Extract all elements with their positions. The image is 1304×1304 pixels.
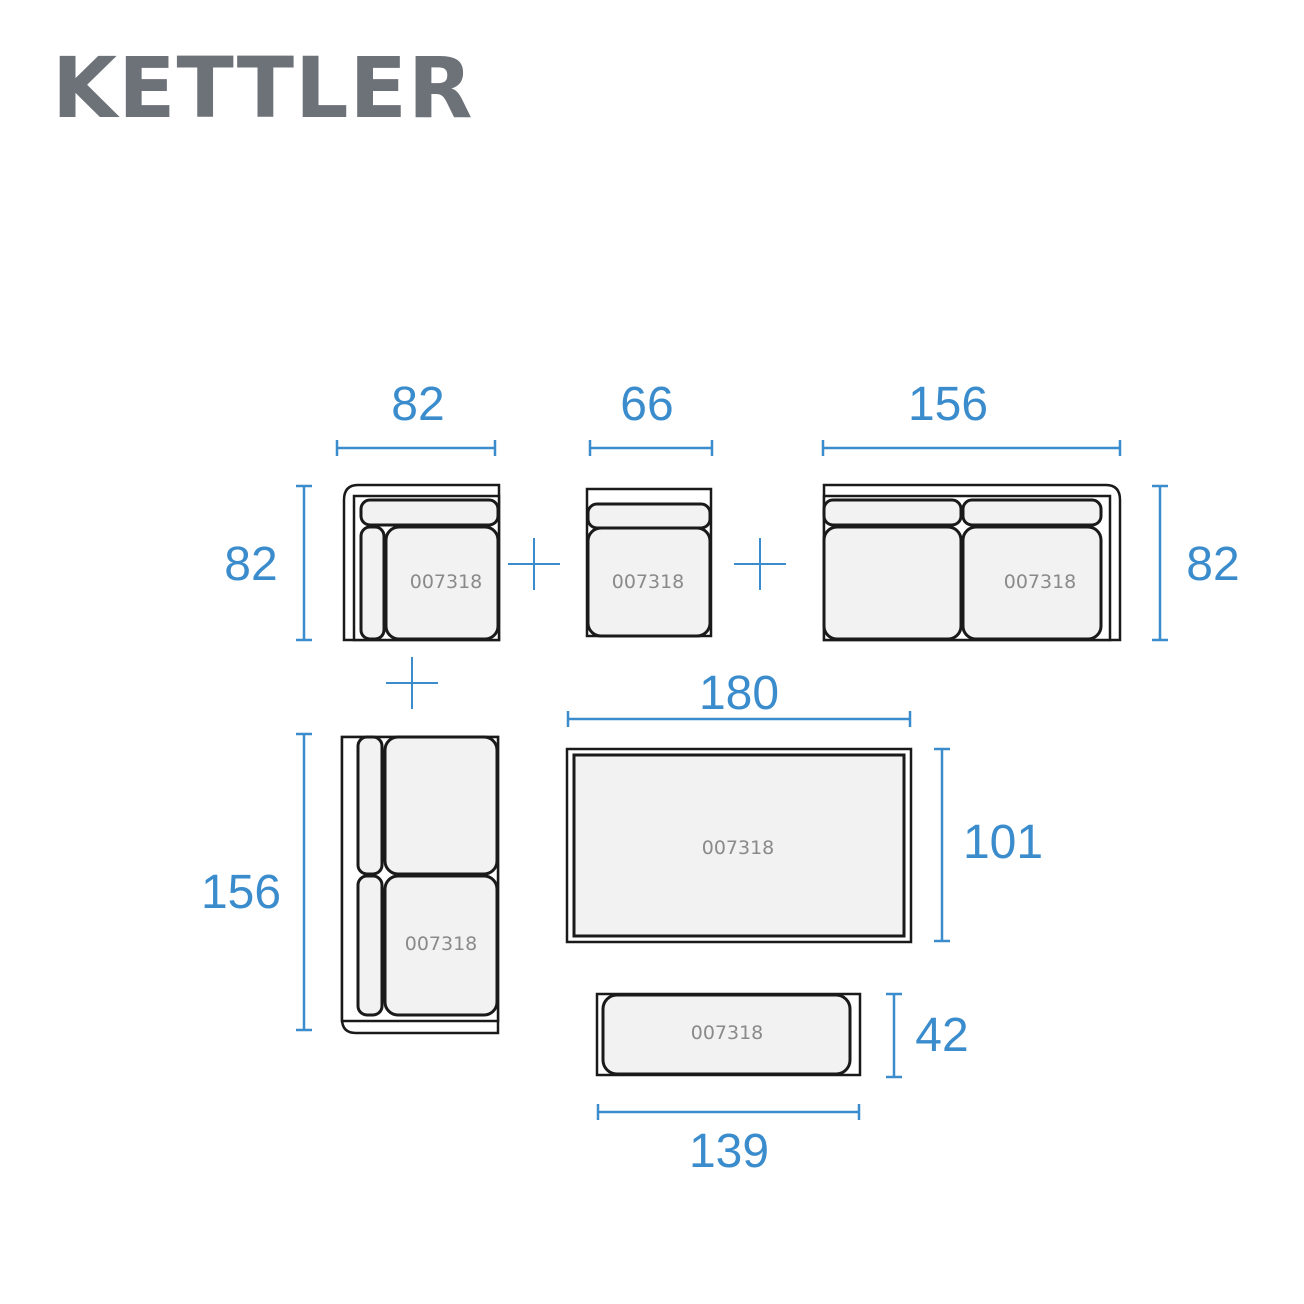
dimension-bench-depth: 42: [886, 992, 969, 1079]
dimension-label: 82: [1186, 538, 1239, 591]
dimension-label: 101: [963, 816, 1043, 869]
side-two-seat-module-code: 007318: [405, 933, 478, 955]
dimension-label: 180: [699, 667, 779, 720]
side-two-seat-module: 007318: [340, 735, 500, 1035]
side-two-seat-module-seat-cushion-top: [383, 735, 499, 876]
side-two-seat-module-back-cushion-bottom: [356, 874, 384, 1017]
dimension-label: 156: [908, 378, 988, 431]
middle-module-code: 007318: [612, 571, 685, 593]
plus-sign-1: [508, 538, 560, 590]
dimension-bench-width: 139: [596, 1104, 861, 1178]
plus-sign-2: [734, 538, 786, 590]
dimension-label: 139: [689, 1125, 769, 1178]
dimension-table-depth: 101: [934, 747, 1043, 943]
corner-module: 007318: [342, 483, 501, 642]
dimension-side-length: 156: [201, 732, 312, 1032]
corner-module-back-cushion: [359, 498, 500, 527]
two-seat-module-seat-cushion-right: [961, 525, 1103, 641]
two-seat-module-back-cushion-left: [822, 498, 963, 527]
corner-module-code: 007318: [410, 571, 483, 593]
middle-module-back-cushion: [586, 502, 712, 530]
dimension-middle-width: 66: [588, 378, 714, 456]
two-seat-module-back-cushion-right: [961, 498, 1103, 527]
dimension-two-seat-depth: 82: [1152, 484, 1240, 642]
table-top: [572, 753, 906, 938]
kettler-logo: KETTLER: [52, 39, 474, 137]
bench-cushion: [601, 993, 852, 1076]
bench: 007318: [595, 992, 862, 1077]
dimension-label: 82: [224, 538, 277, 591]
dimension-label: 82: [391, 378, 444, 431]
bench-code: 007318: [691, 1022, 764, 1044]
dimension-table-width: 180: [566, 667, 912, 727]
table-code: 007318: [702, 837, 775, 859]
dimension-two-seat-width: 156: [821, 378, 1122, 456]
two-seat-module-seat-cushion-left: [822, 525, 963, 641]
plus-sign-3: [386, 657, 438, 709]
side-two-seat-module-back-cushion-top: [356, 735, 384, 876]
middle-module-seat-cushion: [586, 526, 712, 638]
two-seat-module: 007318: [822, 483, 1122, 642]
table: 007318: [565, 747, 913, 944]
corner-module-seat-cushion: [384, 525, 500, 641]
dimension-corner-width: 82: [335, 378, 497, 456]
side-two-seat-module-seat-cushion-bottom: [383, 874, 499, 1017]
two-seat-module-code: 007318: [1004, 571, 1077, 593]
dimension-label: 156: [201, 866, 281, 919]
dimension-label: 42: [915, 1009, 968, 1062]
dimension-corner-depth: 82: [224, 484, 312, 642]
corner-module-side-cushion: [359, 525, 386, 641]
dimension-label: 66: [620, 378, 673, 431]
middle-module: 007318: [585, 487, 713, 638]
